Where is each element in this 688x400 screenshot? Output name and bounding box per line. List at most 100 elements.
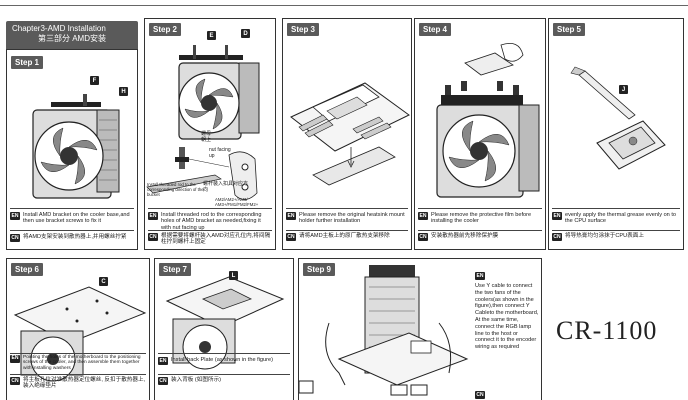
- marker-j: J: [619, 85, 628, 94]
- step-2-badge: Step 2: [149, 23, 182, 36]
- nut-note-en: nut facing up: [209, 147, 231, 159]
- en-tag: EN: [286, 212, 296, 220]
- cn-tag: CN: [148, 233, 158, 241]
- chapter-title-cn: 第三部分 AMD安装: [38, 34, 106, 43]
- divider: [552, 230, 680, 231]
- step-2-caption-en: EN Install threaded rod to the correspon…: [148, 212, 272, 231]
- step-9-text-en: Use Y cable to connect the two fans of t…: [475, 283, 539, 351]
- step-1-badge: Step 1: [11, 56, 44, 69]
- en-tag: EN: [158, 357, 168, 365]
- thread-note-en: Install threaded rod to the correspondin…: [147, 182, 204, 197]
- cn-tag: CN: [10, 234, 20, 242]
- marker-c: C: [99, 277, 108, 286]
- divider: [10, 374, 146, 375]
- en-tag: EN: [475, 272, 485, 280]
- cn-tag: CN: [552, 233, 562, 241]
- step-1-caption-cn: CN 将AMD支架安装到散热器上,并用螺丝拧紧: [10, 234, 134, 242]
- en-tag: EN: [148, 212, 158, 220]
- step-6-panel: Step 6 C EN Pointing the holes of the mo…: [6, 258, 150, 400]
- step-6-text-en: Pointing the holes of the motherboard to…: [23, 355, 141, 371]
- en-tag: EN: [10, 212, 20, 220]
- divider: [158, 353, 290, 354]
- step-9-badge: Step 9: [303, 263, 336, 276]
- step-4-caption-cn: CN 安装散热器前先移除保护膜: [418, 233, 542, 241]
- en-tag: EN: [418, 212, 428, 220]
- divider: [286, 230, 408, 231]
- en-tag: EN: [552, 212, 562, 220]
- marker-d: D: [241, 29, 250, 38]
- divider: [10, 208, 134, 209]
- cn-tag: CN: [286, 233, 296, 241]
- top-rule: [0, 5, 688, 6]
- step-4-text-cn: 安装散热器前先移除保护膜: [431, 233, 499, 239]
- chapter-header: Chapter3-AMD Installation 第三部分 AMD安装: [6, 21, 138, 49]
- wiring-illustration: [299, 265, 469, 396]
- step-1-text-en: Install AMD bracket on the cooler base,a…: [23, 212, 130, 225]
- step-5-badge: Step 5: [553, 23, 586, 36]
- step-3-panel: Step 3 EN Please remove the original hea…: [282, 18, 412, 250]
- step-7-caption-cn: CN 装入背板 (如图所示): [158, 377, 290, 385]
- nut-note-cn: 螺母朝上: [201, 131, 212, 143]
- en-tag: EN: [10, 355, 20, 363]
- motherboard-illustration: [290, 82, 410, 186]
- divider: [552, 208, 680, 209]
- socket-list: AM2/AM2+/AM3/ AM3+/FM1/FM2/FM2+: [215, 197, 259, 207]
- marker-f: F: [90, 76, 99, 85]
- step-1-text-cn: 将AMD支架安装到散热器上,并用螺丝拧紧: [23, 234, 127, 240]
- step-9-panel: Step 9 EN Use Y cable to connect the two…: [298, 258, 542, 400]
- cpu-grease-illustration: [570, 66, 666, 170]
- divider: [10, 353, 146, 354]
- marker-h: H: [119, 87, 128, 96]
- divider: [10, 230, 134, 231]
- step-2-caption-cn: CN 根据需要将螺杆装入AMD对应孔位内,将间隔柱拧到螺杆上固定: [148, 233, 272, 246]
- divider: [418, 208, 542, 209]
- cn-tag: CN: [158, 377, 168, 385]
- step-6-caption-cn: CN 将主板孔位对准散热器定位螺丝, 反扣于散热器上, 装入绝缘垫片: [10, 377, 146, 390]
- step-7-text-cn: 装入背板 (如图所示): [171, 377, 222, 383]
- step-3-text-en: Please remove the original heatsink moun…: [299, 212, 405, 225]
- cn-tag: CN: [418, 233, 428, 241]
- cooler-illustration-1: [32, 94, 120, 199]
- step-5-text-cn: 将导热膏均匀涂抹于CPU表面上: [565, 233, 644, 239]
- cooler-illustration-2: [178, 45, 260, 140]
- step-7-badge: Step 7: [159, 263, 192, 276]
- step-3-badge: Step 3: [287, 23, 320, 36]
- step-3-caption-en: EN Please remove the original heatsink m…: [286, 212, 408, 225]
- step-4-caption-en: EN Please remove the protective film bef…: [418, 212, 542, 225]
- divider: [418, 230, 542, 231]
- step-6-badge: Step 6: [11, 263, 44, 276]
- step-2-panel: Step 2 E D 螺母朝上 nut facing up Install th…: [144, 18, 276, 250]
- thread-note-cn: 螺杆装入扣具对应方向: [203, 181, 249, 193]
- step-1-caption-en: EN Install AMD bracket on the cooler bas…: [10, 212, 134, 225]
- step-4-panel: Step 4 EN Please remove the protective f…: [414, 18, 546, 250]
- cooler-illustration-4: [436, 42, 540, 198]
- step-4-badge: Step 4: [419, 23, 452, 36]
- divider: [148, 208, 272, 209]
- divider: [286, 208, 408, 209]
- step-2-text-cn: 根据需要将螺杆装入AMD对应孔位内,将间隔柱拧到螺杆上固定: [161, 233, 271, 246]
- marker-l: L: [229, 271, 238, 280]
- cn-tag: CN: [475, 391, 485, 399]
- divider: [158, 374, 290, 375]
- step-3-text-cn: 请将AMD主板上的原厂散热支架移除: [299, 233, 390, 239]
- step-6-text-cn: 将主板孔位对准散热器定位螺丝, 反扣于散热器上, 装入绝缘垫片: [23, 377, 146, 390]
- step-5-caption-cn: CN 将导热膏均匀涂抹于CPU表面上: [552, 233, 680, 241]
- cn-tag: CN: [10, 377, 20, 385]
- chapter-title-en: Chapter3-AMD Installation: [12, 24, 106, 33]
- step-1-panel: Step 1 F H EN Install AMD bracket on the…: [6, 49, 138, 250]
- divider: [148, 230, 272, 231]
- step-5-panel: Step 5 J EN evenly apply the thermal gre…: [548, 18, 684, 250]
- step-3-caption-cn: CN 请将AMD主板上的原厂散热支架移除: [286, 233, 408, 241]
- step-5-caption-en: EN evenly apply the thermal grease evenl…: [552, 212, 680, 225]
- model-name: CR-1100: [556, 316, 658, 345]
- step-4-text-en: Please remove the protective film before…: [431, 212, 532, 225]
- step-7-text-en: Install back Plate (as shown in the figu…: [171, 357, 273, 363]
- step-2-text-en: Install threaded rod to the correspondin…: [161, 212, 262, 231]
- step-7-caption-en: EN Install back Plate (as shown in the f…: [158, 357, 290, 365]
- backplate-illustration: [165, 276, 285, 370]
- step-7-panel: Step 7 L EN Install back Plate (as shown…: [154, 258, 294, 400]
- rod-and-bracket-detail: [146, 147, 258, 200]
- step-5-text-en: evenly apply the thermal grease evenly o…: [565, 212, 677, 225]
- marker-e: E: [207, 31, 216, 40]
- step-6-caption-en: EN Pointing the holes of the motherboard…: [10, 355, 146, 371]
